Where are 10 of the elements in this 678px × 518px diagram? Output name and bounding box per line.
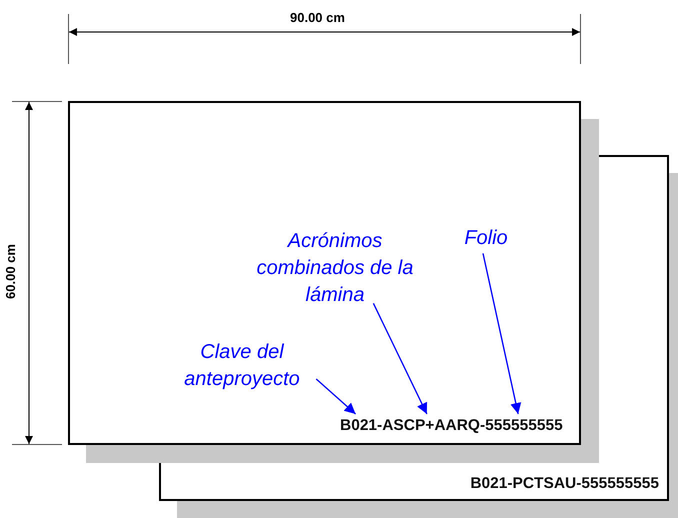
drawing-code: B021-PCTSAU-555555555 — [470, 474, 659, 493]
callout-label: Folio — [456, 225, 516, 252]
callout-label: Clave del anteproyecto — [172, 339, 312, 393]
drawing-code: B021-ASCP+AARQ-555555555 — [340, 414, 563, 435]
leader-arrow — [316, 378, 356, 414]
leader-arrow — [372, 303, 428, 414]
dimension-label: 60.00 cm — [2, 244, 18, 299]
leader-arrow — [482, 253, 522, 414]
dimension-label: 90.00 cm — [290, 10, 345, 25]
callout-label: Acrónimos combinados de la lámina — [255, 228, 415, 309]
